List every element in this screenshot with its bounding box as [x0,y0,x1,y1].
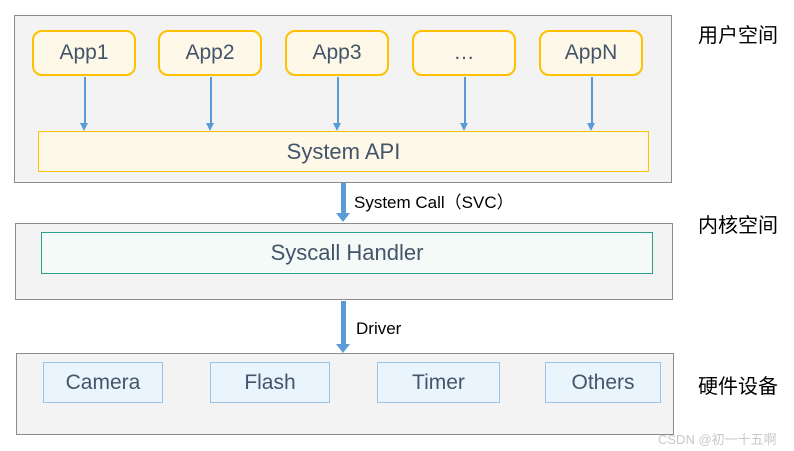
user-space-label: 用户空间 [698,25,778,47]
app-box-label: App3 [312,41,362,64]
app-box-app3: App3 [285,30,389,76]
device-box-timer: Timer [377,362,500,403]
app-box-appn: AppN [539,30,643,76]
ellipsis-down-arrow-icon [460,77,469,131]
app1-down-arrow-icon [80,77,89,131]
watermark: CSDN @初一十五啊 [658,432,777,447]
appn-down-arrow-icon [587,77,596,131]
app-box-label: App1 [59,41,109,64]
device-box-label: Others [571,370,635,394]
app-box-label: … [453,41,475,64]
device-box-flash: Flash [210,362,330,403]
system-api-label: System API [286,138,401,164]
hardware-label: 硬件设备 [698,376,778,398]
app-box-ellipsis: … [412,30,516,76]
device-box-label: Timer [412,370,465,394]
device-box-label: Camera [65,370,141,394]
syscall-handler-label: Syscall Handler [270,240,424,265]
kernel-space-label: 内核空间 [698,215,778,237]
app-box-app1: App1 [32,30,136,76]
syscall-handler-box: Syscall Handler [41,232,653,274]
app3-down-arrow-icon [333,77,342,131]
driver-arrow-icon [336,301,350,353]
driver-label: Driver [356,319,402,338]
system-call-label: System Call（SVC） [354,193,514,212]
device-box-label: Flash [244,370,296,394]
app-box-label: App2 [185,41,235,64]
system-api-bar: System API [38,131,649,172]
app2-down-arrow-icon [206,77,215,131]
system-call-arrow-icon [336,183,350,222]
device-box-others: Others [545,362,661,403]
app-box-app2: App2 [158,30,262,76]
device-box-camera: Camera [43,362,163,403]
app-box-label: AppN [564,41,618,64]
